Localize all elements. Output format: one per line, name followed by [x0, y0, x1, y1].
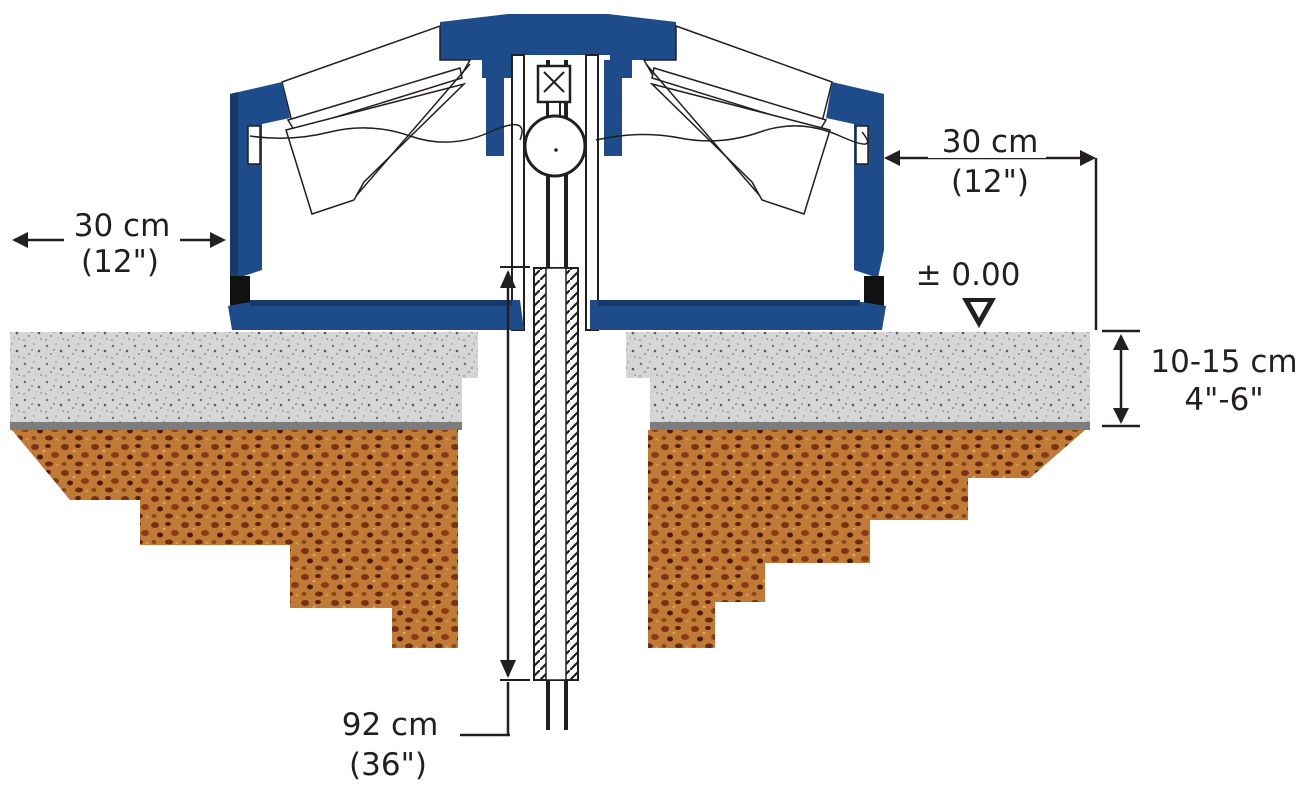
- riser-pipe: [533, 60, 579, 730]
- concrete-slab-right: [626, 332, 1090, 430]
- soil-right: [648, 430, 1085, 648]
- slab-thickness-imperial: 4"-6": [1184, 382, 1263, 418]
- pipe-depth-dimension: 92 cm (36"): [342, 266, 530, 783]
- concrete-slab-left: [10, 332, 478, 430]
- right-clearance-dimension: 30 cm (12"): [884, 124, 1098, 330]
- pipe-depth-metric: 92 cm: [342, 707, 439, 743]
- pipe-depth-imperial: (36"): [349, 747, 427, 783]
- left-clearance-dimension: 30 cm (12"): [12, 208, 226, 280]
- right-clearance-metric: 30 cm: [942, 124, 1039, 160]
- nozzle-assembly: [523, 64, 587, 178]
- left-clearance-metric: 30 cm: [74, 208, 171, 244]
- left-clearance-imperial: (12"): [81, 244, 159, 280]
- soil-left: [12, 430, 458, 648]
- grade-level-marker: ± 0.00: [916, 257, 1021, 328]
- right-clearance-imperial: (12"): [951, 164, 1029, 200]
- grade-level-label: ± 0.00: [916, 257, 1021, 293]
- slab-thickness-dimension: 10-15 cm 4"-6": [1102, 329, 1298, 428]
- sprinkler-housing: [228, 14, 886, 331]
- slab-thickness-metric: 10-15 cm: [1150, 344, 1297, 380]
